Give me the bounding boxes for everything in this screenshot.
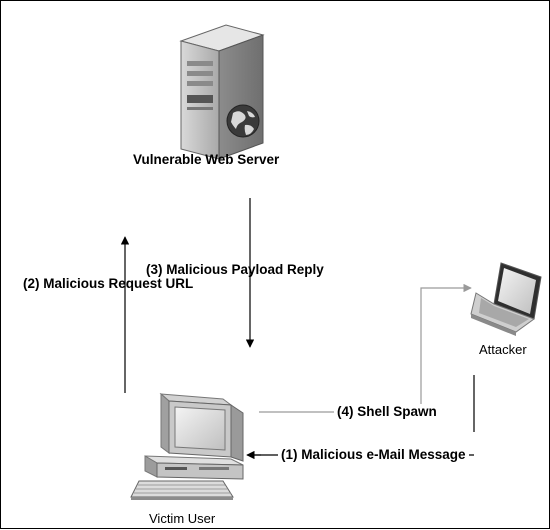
- step3-label: (3) Malicious Payload Reply: [146, 262, 324, 277]
- laptop-icon: [470, 262, 542, 336]
- attacker-label: Attacker: [479, 342, 527, 357]
- step1-label: (1) Malicious e-Mail Message: [278, 447, 469, 462]
- server-label: Vulnerable Web Server: [133, 152, 280, 167]
- server-tower-icon: [179, 24, 265, 160]
- step2-label: (2) Malicious Request URL: [23, 276, 194, 291]
- arrow-step4-shell-spawn: [259, 283, 472, 413]
- step4-label: (4) Shell Spawn: [334, 404, 440, 419]
- globe-icon: [226, 104, 260, 138]
- victim-label: Victim User: [149, 511, 216, 526]
- desktop-computer-icon: [130, 392, 244, 500]
